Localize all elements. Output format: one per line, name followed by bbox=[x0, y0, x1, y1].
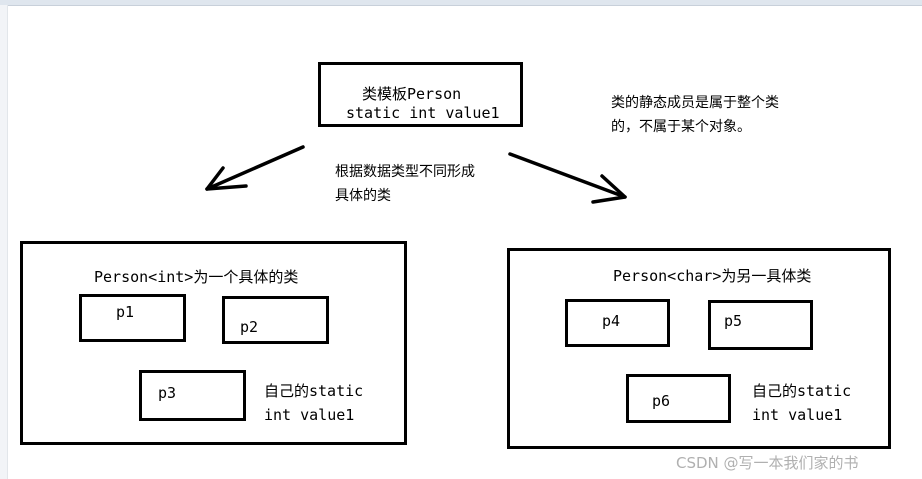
object-p1-box bbox=[79, 294, 186, 342]
template-title: 类模板Person bbox=[362, 85, 462, 103]
template-static-member: static int value1 bbox=[346, 104, 500, 122]
class-template-box bbox=[318, 62, 523, 127]
object-p5-box bbox=[708, 300, 813, 350]
window-left-border bbox=[0, 5, 8, 479]
object-p3-label: p3 bbox=[158, 384, 177, 402]
csdn-watermark: CSDN @写一本我们家的书 bbox=[676, 454, 859, 472]
window-top-border bbox=[0, 0, 922, 6]
object-p6-box bbox=[626, 374, 731, 423]
left-own-static-line2: int value1 bbox=[264, 406, 355, 424]
object-p3-box bbox=[139, 370, 246, 421]
right-arrow bbox=[508, 152, 627, 204]
right-own-static-line1: 自己的static bbox=[752, 382, 852, 400]
object-p4-box bbox=[565, 299, 670, 347]
object-p2-label: p2 bbox=[240, 318, 259, 336]
static-member-note-line2: 的，不属于某个对象。 bbox=[611, 119, 751, 135]
right-own-static-line2: int value1 bbox=[752, 406, 843, 424]
type-note-line1: 根据数据类型不同形成 bbox=[335, 164, 475, 180]
object-p1-label: p1 bbox=[116, 303, 135, 321]
type-note-line2: 具体的类 bbox=[335, 188, 391, 204]
object-p6-label: p6 bbox=[652, 392, 671, 410]
person-char-title: Person<char>为另一具体类 bbox=[613, 267, 812, 285]
static-member-note-line1: 类的静态成员是属于整个类 bbox=[611, 95, 779, 111]
object-p5-label: p5 bbox=[724, 312, 743, 330]
person-int-title: Person<int>为一个具体的类 bbox=[94, 268, 299, 286]
object-p4-label: p4 bbox=[602, 312, 621, 330]
object-p2-box bbox=[222, 296, 329, 344]
left-arrow bbox=[205, 145, 305, 191]
left-own-static-line1: 自己的static bbox=[264, 382, 364, 400]
